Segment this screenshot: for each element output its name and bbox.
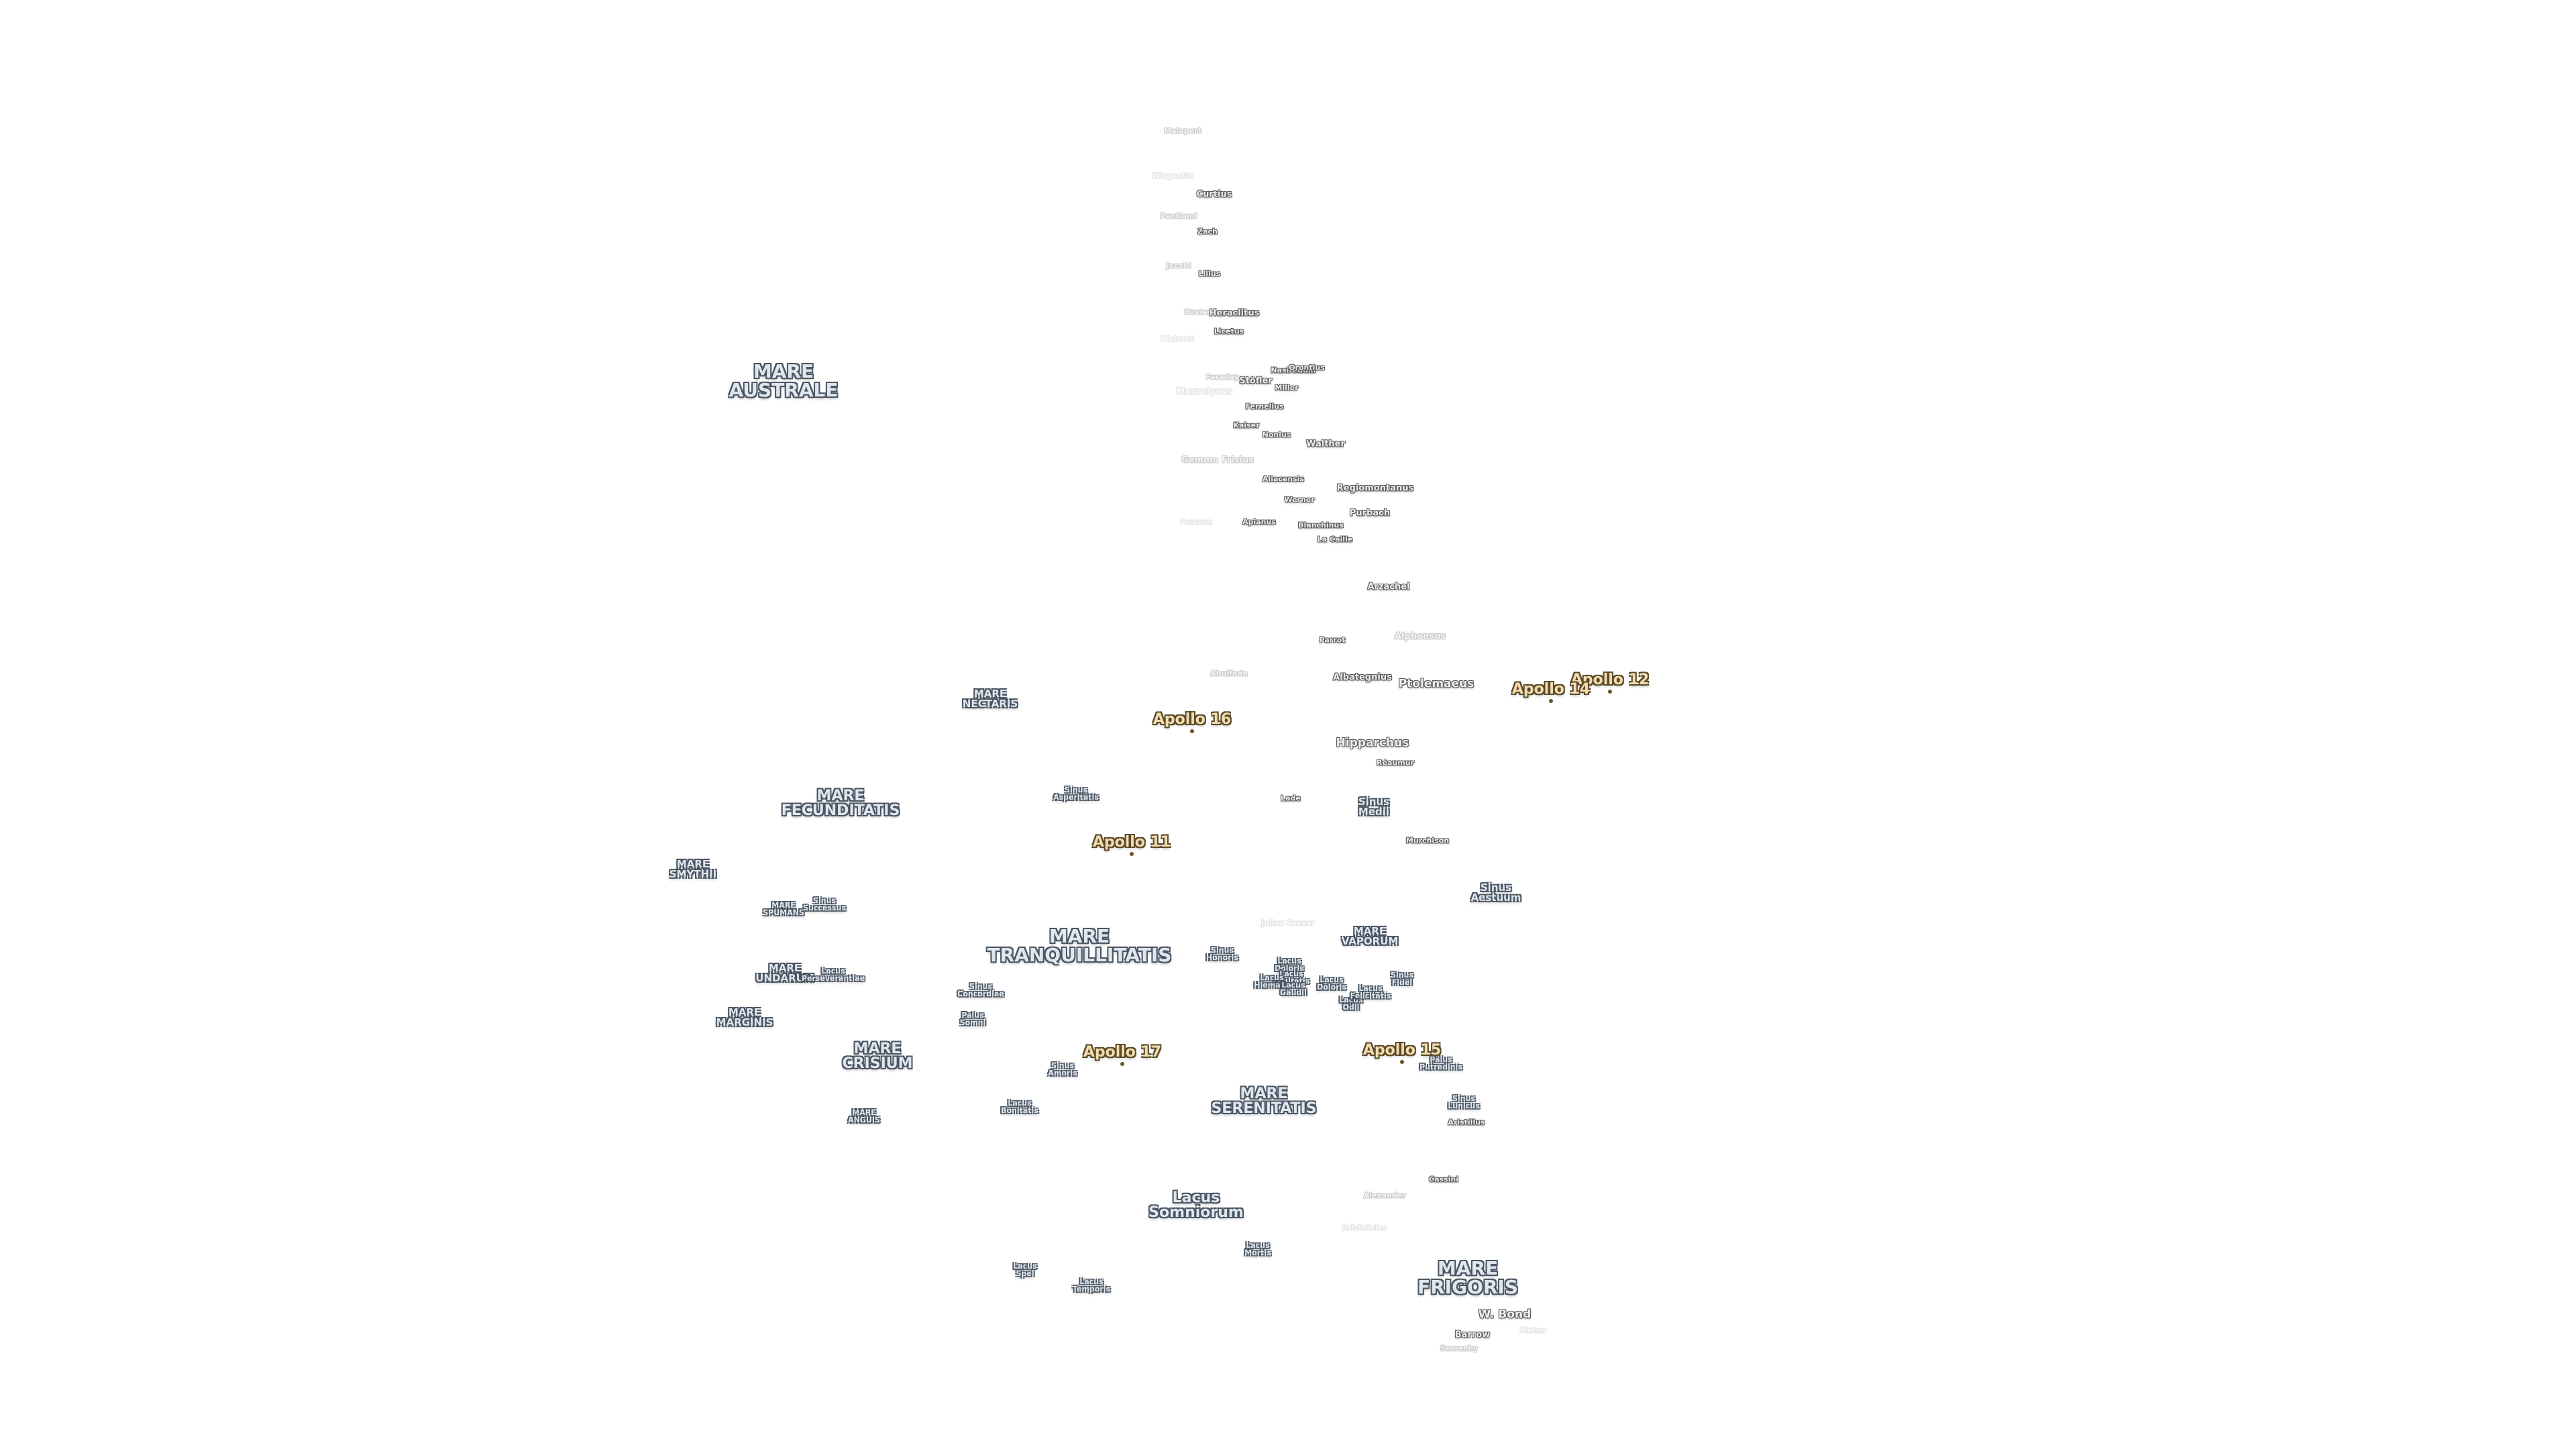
label-apollo-15: Apollo 15 (1362, 1042, 1442, 1059)
label-mare-spumans: MARE SPUMANS (763, 901, 804, 917)
label-albategnius: Albategnius (1333, 672, 1392, 683)
label-cuvier: Cuvier (1184, 307, 1211, 317)
label-lacus-doloris-2: Lacus Doloris (1317, 975, 1346, 991)
label-sinus-asperitatis: Sinus Asperitatis (1053, 786, 1099, 802)
label-aliacensis: Aliacensis (1262, 474, 1305, 484)
label-lacus-spei: Lacus Spei (1013, 1262, 1037, 1278)
label-la-caille: La Caille (1317, 535, 1353, 544)
label-nasireddin: Nasireddin (1271, 366, 1316, 375)
label-miller: Miller (1275, 383, 1299, 392)
label-lade: Lade (1281, 794, 1301, 803)
label-sinus-concordiae: Sinus Concordiae (957, 982, 1004, 998)
label-lacus-felicitatis: Lacus Felicitatis (1350, 984, 1391, 1000)
label-jacobi: Jacobi (1166, 261, 1191, 270)
label-purbach: Purbach (1349, 508, 1391, 519)
label-lacus-somniorum: Lacus Somniorum (1148, 1189, 1244, 1221)
label-barrow: Barrow (1454, 1330, 1491, 1340)
label-sinus-medii: Sinus Medii (1358, 796, 1390, 818)
label-fernelius: Fernelius (1245, 402, 1284, 411)
label-alphonsus: Alphonsus (1395, 631, 1446, 642)
label-werner: Werner (1284, 495, 1315, 504)
label-mare-nectaris: MARE NECTARIS (962, 688, 1018, 710)
label-lacus-perseverantiae: Lacus Perseverantiae (801, 967, 865, 983)
label-mare-undarum: MARE UNDARUM (755, 962, 814, 984)
label-walther: Walther (1306, 439, 1345, 449)
label-apollo-11: Apollo 11 (1092, 834, 1171, 851)
label-lacus-odii: Lacus Odii (1339, 996, 1363, 1012)
label-aristoteles-faint: Aristoteles (1342, 1223, 1387, 1232)
label-orontius: Orontius (1289, 363, 1325, 372)
label-cassini: Cassini (1429, 1175, 1458, 1184)
label-sinus-fidei: Sinus Fidei (1391, 971, 1413, 987)
label-aristillus: Aristillus (1448, 1118, 1485, 1127)
label-mare-anguis: MARE ANGUIS (848, 1108, 880, 1124)
label-lacus-temporis: Lacus Temporis (1072, 1277, 1111, 1293)
label-malapert: Malapert (1164, 126, 1201, 136)
label-maurolycus: Maurolycus (1176, 386, 1232, 397)
label-sinus-honoris: Sinus Honoris (1206, 946, 1238, 962)
label-palus-putredinis: Palus Putredinis (1419, 1055, 1462, 1071)
label-clairaut: Clairaut (1161, 334, 1194, 343)
landing-site-marker (1130, 852, 1134, 856)
label-mare-crisium: MARE CRISIUM (842, 1040, 913, 1072)
label-apollo-17: Apollo 17 (1083, 1044, 1162, 1061)
label-meton: Meton (1519, 1326, 1546, 1335)
landing-site-marker (1400, 1060, 1404, 1064)
label-zach: Zach (1197, 227, 1218, 236)
label-stofler: Stöfler (1239, 376, 1273, 386)
label-alexander: Alexander (1363, 1191, 1406, 1200)
label-mare-australe: MARE AUSTRALE (729, 360, 839, 401)
label-mare-marginis: MARE MARGINIS (716, 1006, 773, 1028)
label-heraclitus: Heraclitus (1209, 308, 1260, 319)
label-mare-serenitatis: MARE SERENITATIS (1211, 1085, 1317, 1117)
landing-site-marker (1608, 690, 1612, 694)
label-pentland: Pentland (1160, 211, 1197, 221)
label-sinus-aestuum: Sinus Aestuum (1470, 881, 1521, 904)
label-murchison: Murchison (1405, 836, 1450, 845)
label-scoresby: Scoresby (1440, 1344, 1479, 1353)
label-curtius: Curtius (1196, 189, 1232, 200)
label-mare-tranquillitatis: MARE TRANQUILLITATIS (987, 925, 1172, 966)
label-mare-frigoris: MARE FRIGORIS (1417, 1257, 1519, 1298)
label-wirgentin: Wirgentin (1152, 171, 1193, 180)
label-parrot: Parrot (1319, 635, 1346, 645)
label-lacus-bonitatis: Lacus Bonitatis (1001, 1099, 1038, 1115)
label-arzachel: Arzachel (1367, 582, 1410, 592)
landing-site-marker (1190, 729, 1194, 733)
label-regiomontanus: Regiomontanus (1336, 483, 1414, 494)
label-mare-vaporum: MARE VAPORUM (1341, 925, 1399, 947)
label-lacus-gaudii: Lacus Gaudii (1280, 981, 1307, 997)
label-lacus-hiemalis: Lacus Hiemalis (1254, 973, 1290, 989)
label-w-bond: W. Bond (1478, 1307, 1532, 1322)
label-abulfeda: Abulfeda (1210, 669, 1248, 678)
label-licetus: Licetus (1214, 327, 1244, 336)
label-julius-caesar: Julius Caesar (1260, 918, 1316, 928)
label-apollo-16: Apollo 16 (1152, 711, 1232, 728)
label-nonius: Nonius (1262, 430, 1291, 439)
label-hipparchus: Hipparchus (1336, 736, 1409, 750)
label-poisson: Poisson (1180, 517, 1212, 527)
label-ptolemaeus: Ptolemaeus (1398, 677, 1474, 691)
label-sinus-successus: Sinus Successus (803, 896, 846, 912)
label-lacus-doloris: Lacus Doloris (1275, 957, 1304, 973)
label-sinus-amoris: Sinus Amoris (1048, 1061, 1077, 1077)
label-lacus-lenitatis: Lacus Lenitatis (1273, 969, 1310, 985)
label-palus-somni: Palus Somni (959, 1011, 986, 1027)
label-mare-fecunditatis: MARE FECUNDITATIS (781, 788, 900, 819)
label-lilius: Lilius (1198, 269, 1221, 278)
label-apollo-12: Apollo 12 (1570, 672, 1650, 688)
label-blanchinus: Blanchinus (1298, 521, 1344, 530)
label-faraday: Faraday (1205, 372, 1239, 382)
label-lacus-mortis: Lacus Mortis (1244, 1241, 1271, 1257)
label-apianus: Apianus (1242, 517, 1276, 527)
label-kaiser: Kaiser (1233, 421, 1260, 430)
label-gemma-frisius: Gemma Frisius (1181, 455, 1254, 466)
landing-site-marker (1549, 699, 1553, 703)
label-apollo-14: Apollo 14 (1511, 681, 1591, 698)
label-mare-smythii: MARE SMYTHII (669, 858, 717, 880)
landing-site-marker (1120, 1062, 1124, 1066)
label-reaumur: Réaumur (1377, 758, 1414, 767)
label-sinus-lunicus: Sinus Lunicus (1448, 1094, 1480, 1110)
